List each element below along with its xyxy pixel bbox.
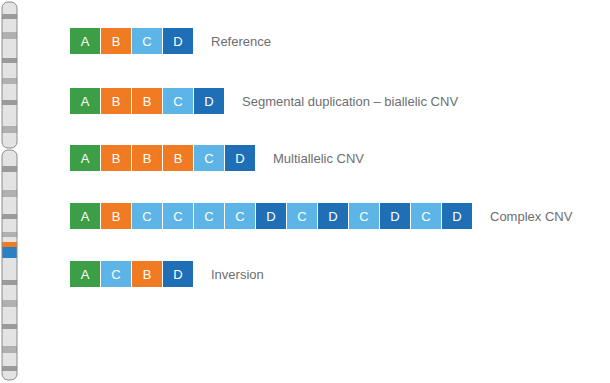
segment-letter: B <box>112 209 121 224</box>
segment-letter: D <box>266 209 275 224</box>
segment-box: D <box>380 203 410 229</box>
segment-letter: D <box>204 94 213 109</box>
segment-letter: C <box>142 34 151 49</box>
segment-box: D <box>163 28 193 54</box>
segment-letter: C <box>359 209 368 224</box>
segment-box: D <box>225 145 255 171</box>
row-label: Inversion <box>211 267 264 282</box>
segment-box: C <box>225 203 255 229</box>
segment-letter: C <box>173 209 182 224</box>
segment-letter: C <box>421 209 430 224</box>
segment-box: D <box>442 203 472 229</box>
segment-box: D <box>163 261 193 287</box>
segment-letter: C <box>173 94 182 109</box>
segment-box: A <box>70 145 100 171</box>
segment-letter: B <box>143 267 152 282</box>
segment-box: C <box>163 88 193 114</box>
segment-box: C <box>349 203 379 229</box>
segment-letter: C <box>204 209 213 224</box>
segment-box: A <box>70 88 100 114</box>
segment-letter: B <box>143 151 152 166</box>
segment-letter: D <box>173 267 182 282</box>
segment-box: C <box>132 28 162 54</box>
segment-box: B <box>132 145 162 171</box>
segment-box: A <box>70 203 100 229</box>
segment-letter: B <box>112 151 121 166</box>
segment-letter: A <box>81 34 90 49</box>
segment-box: D <box>194 88 224 114</box>
segment-box: C <box>194 145 224 171</box>
segment-box: B <box>101 28 131 54</box>
segment-letter: D <box>173 34 182 49</box>
segment-letter: B <box>112 34 121 49</box>
segment-box: B <box>132 88 162 114</box>
segment-box: B <box>101 88 131 114</box>
segment-letter: A <box>81 151 90 166</box>
segment-box: C <box>411 203 441 229</box>
row-label: Segmental duplication – biallelic CNV <box>242 94 458 109</box>
segment-box: B <box>101 145 131 171</box>
segment-letter: D <box>235 151 244 166</box>
segment-letter: C <box>204 151 213 166</box>
segment-box: A <box>70 261 100 287</box>
segment-box: B <box>163 145 193 171</box>
segment-letter: B <box>174 151 183 166</box>
segment-box: A <box>70 28 100 54</box>
segment-box: C <box>132 203 162 229</box>
segment-box: B <box>132 261 162 287</box>
segment-letter: C <box>235 209 244 224</box>
segment-box: C <box>287 203 317 229</box>
segment-box: C <box>194 203 224 229</box>
row-label: Reference <box>211 34 271 49</box>
segment-letter: A <box>81 267 90 282</box>
segment-letter: A <box>81 209 90 224</box>
segment-letter: C <box>297 209 306 224</box>
segment-letter: B <box>143 94 152 109</box>
segment-box: C <box>101 261 131 287</box>
segment-box: D <box>318 203 348 229</box>
segment-letter: D <box>452 209 461 224</box>
chromosome-ideogram <box>0 0 24 383</box>
segment-letter: B <box>112 94 121 109</box>
segment-box: B <box>101 203 131 229</box>
row-label: Multiallelic CNV <box>273 151 364 166</box>
segment-letter: C <box>111 267 120 282</box>
segment-box: D <box>256 203 286 229</box>
row-label: Complex CNV <box>490 209 572 224</box>
segment-letter: D <box>328 209 337 224</box>
segment-letter: C <box>142 209 151 224</box>
segment-letter: A <box>81 94 90 109</box>
segment-box: C <box>163 203 193 229</box>
segment-letter: D <box>390 209 399 224</box>
